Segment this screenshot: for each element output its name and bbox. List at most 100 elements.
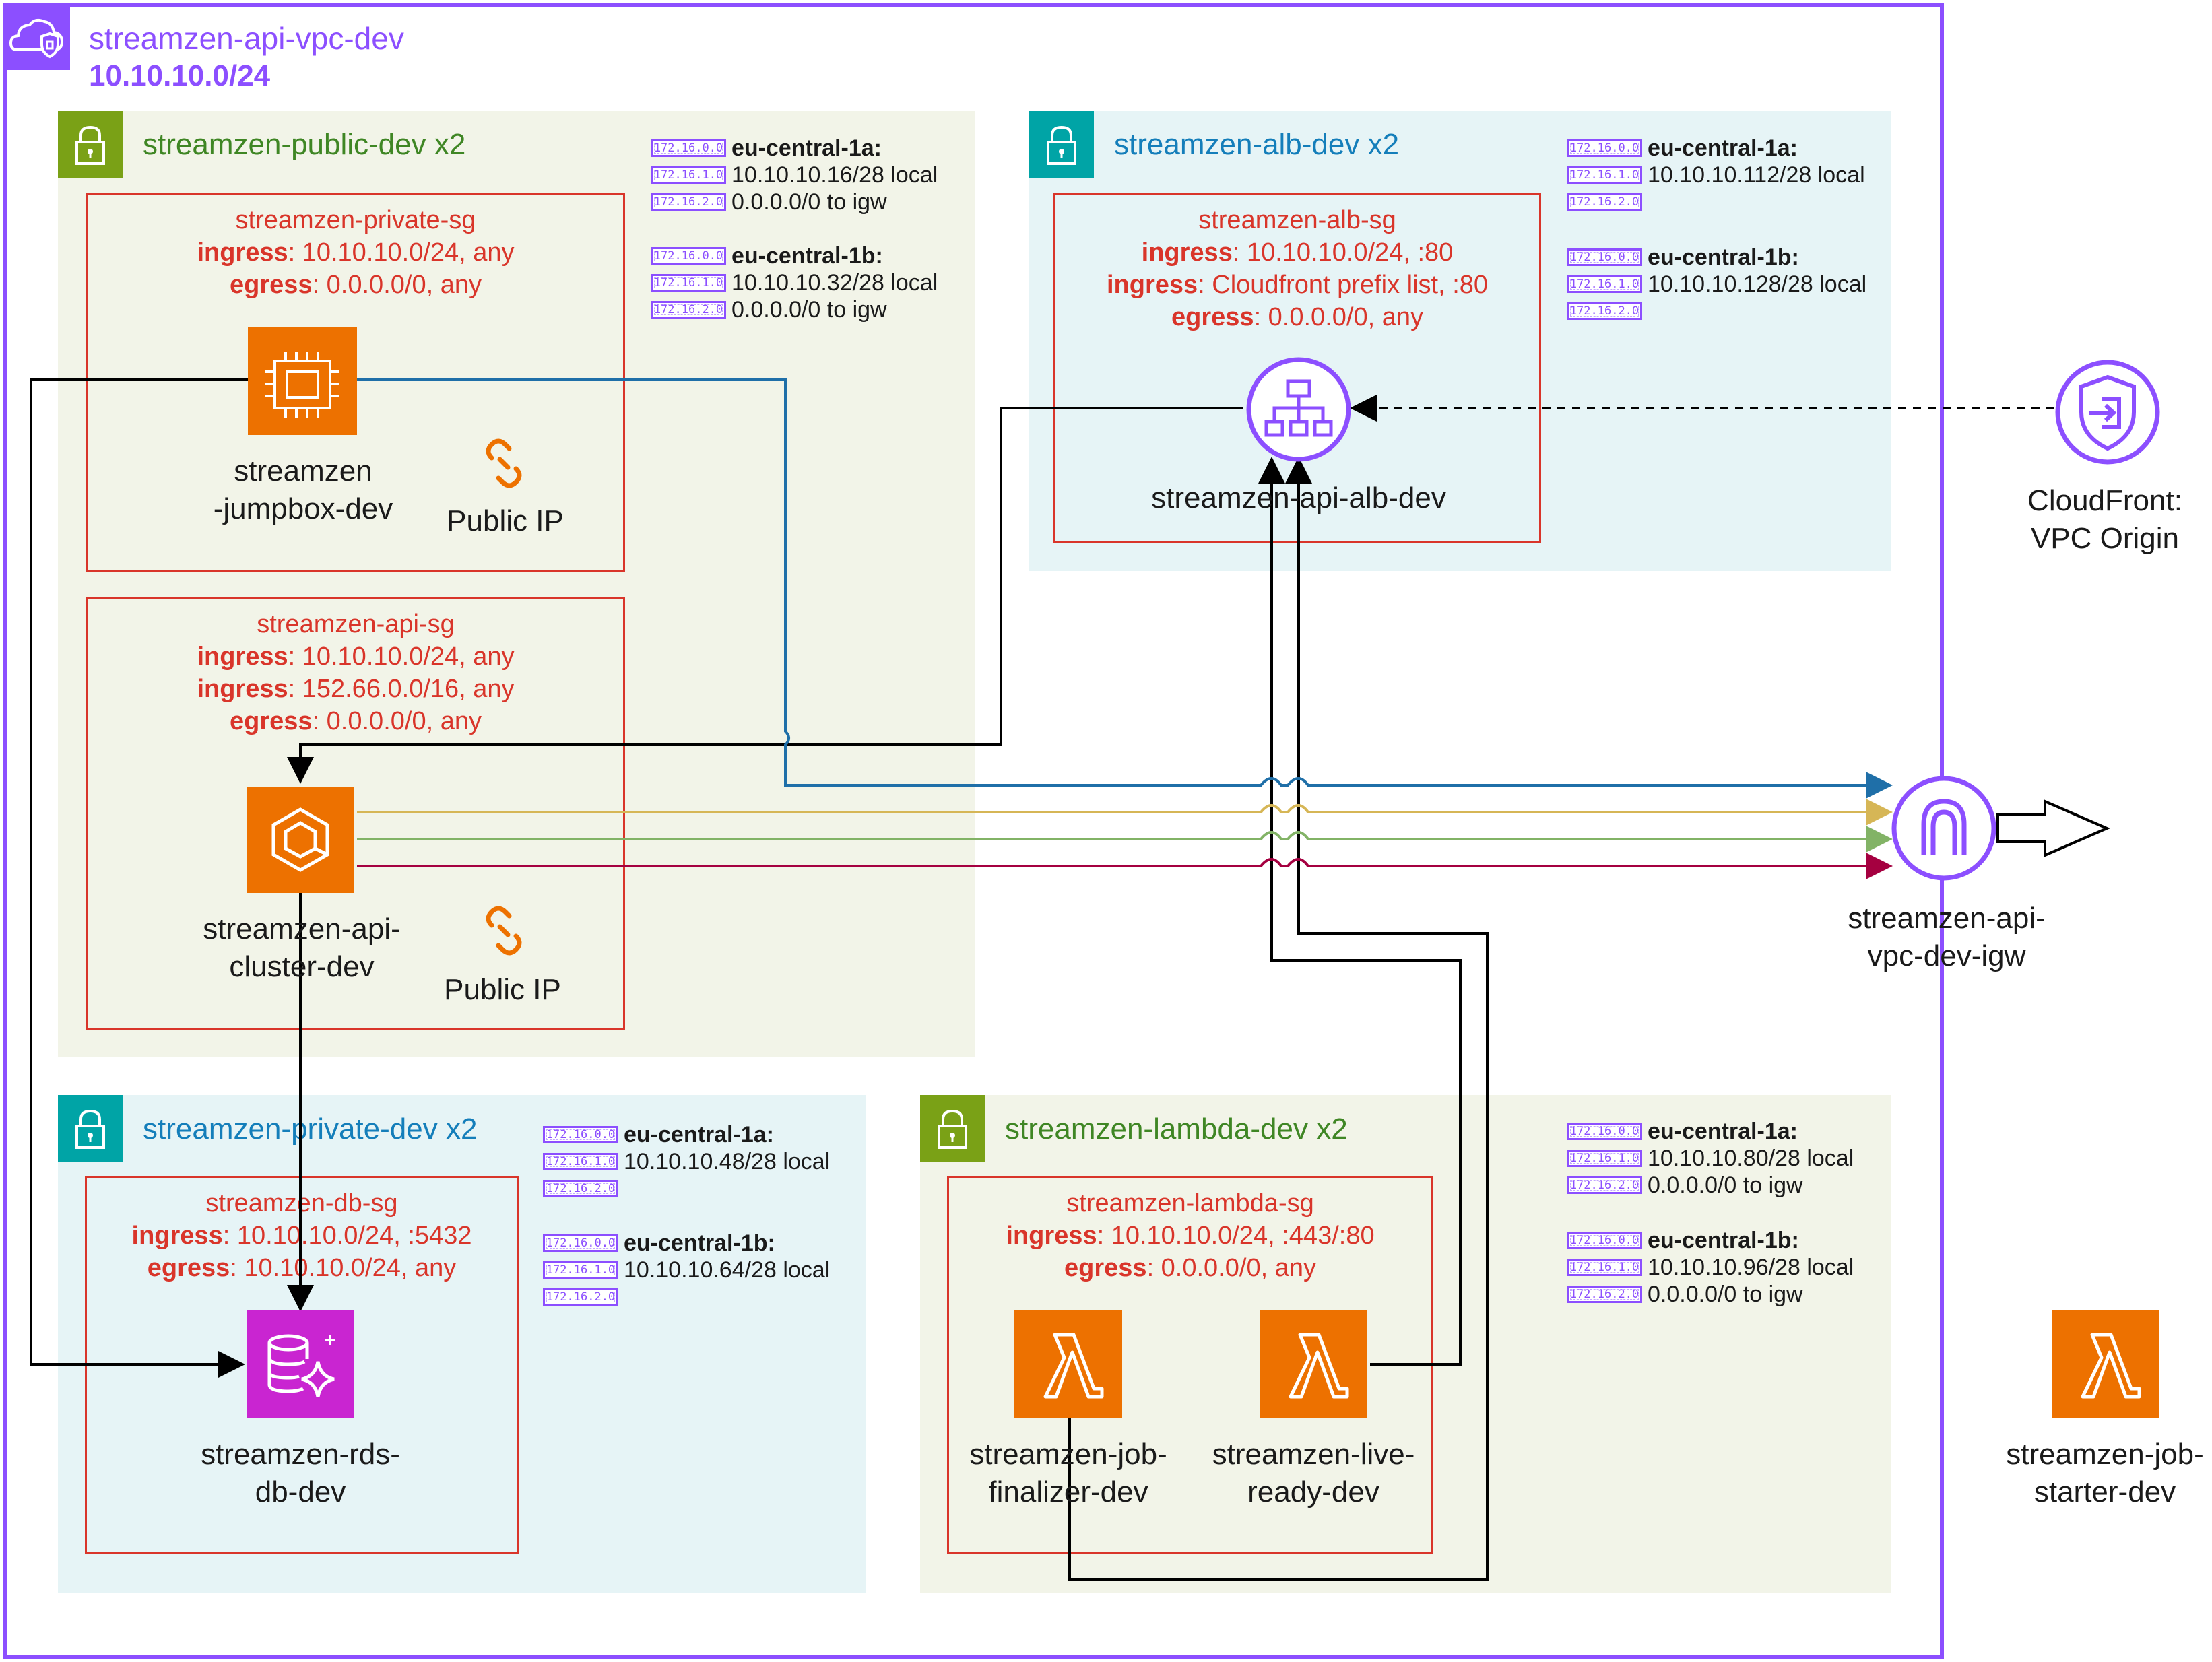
security-group-api: streamzen-api-sg ingress: 10.10.10.0/24, … bbox=[86, 597, 625, 1030]
elastic-ip-icon bbox=[471, 431, 536, 496]
route-text: eu-central-1a: bbox=[1648, 1119, 1798, 1144]
internet-gateway-icon bbox=[1890, 774, 1998, 882]
subnet-alb bbox=[1029, 111, 1891, 571]
route-text: 10.10.10.64/28 local bbox=[624, 1257, 831, 1283]
sg-rule: egress: 0.0.0.0/0, any bbox=[230, 707, 482, 735]
igw-label-line-2: vpc-dev-igw bbox=[1867, 939, 2026, 972]
sg-rule: ingress: 10.10.10.0/24, any bbox=[197, 238, 515, 267]
edge-alb-cluster bbox=[287, 407, 1243, 784]
vpc-icon bbox=[3, 3, 70, 70]
finalizer-label-line-1: streamzen-job- bbox=[969, 1438, 1167, 1471]
lock-icon bbox=[920, 1095, 985, 1162]
route-row: 172.16.1.0 10.10.10.64/28 local bbox=[543, 1257, 830, 1284]
route-text: 10.10.10.32/28 local bbox=[731, 270, 938, 296]
route-row: 172.16.1.0 10.10.10.96/28 local bbox=[1567, 1254, 1854, 1281]
sg-rule: egress: 10.10.10.0/24, any bbox=[147, 1254, 457, 1282]
route-table-icon: 172.16.0.0 bbox=[543, 1234, 618, 1252]
edge-cluster-igw-2 bbox=[357, 826, 1893, 853]
jumpbox-label-line-2: -jumpbox-dev bbox=[213, 492, 393, 525]
route-table-icon: 172.16.2.0 bbox=[1567, 1176, 1642, 1194]
route-table-icon: 172.16.1.0 bbox=[1567, 1259, 1642, 1276]
sg-rule: ingress: 10.10.10.0/24, :80 bbox=[1141, 238, 1454, 267]
route-text: 10.10.10.16/28 local bbox=[731, 162, 938, 188]
route-table-icon: 172.16.0.0 bbox=[1567, 1123, 1642, 1140]
edge-cluster-igw-1 bbox=[357, 799, 1893, 826]
sg-rule: ingress: Cloudfront prefix list, :80 bbox=[1106, 271, 1489, 299]
route-text: 10.10.10.80/28 local bbox=[1648, 1145, 1854, 1171]
ec2-instance-icon bbox=[248, 327, 357, 435]
edge-finalizer-alb bbox=[1068, 457, 1489, 1581]
igw-label: streamzen-api- vpc-dev-igw bbox=[1819, 900, 2075, 975]
finalizer-label-line-2: finalizer-dev bbox=[988, 1475, 1148, 1508]
job-starter-label: streamzen-job- starter-dev bbox=[1974, 1436, 2212, 1511]
route-table-icon: 172.16.0.0 bbox=[651, 139, 726, 157]
sg-rule: ingress: 10.10.10.0/24, any bbox=[197, 642, 515, 671]
route-table-icon: 172.16.2.0 bbox=[543, 1288, 618, 1306]
live-ready-label-line-1: streamzen-live- bbox=[1212, 1438, 1415, 1471]
route-text: eu-central-1b: bbox=[1648, 244, 1799, 270]
sg-name: streamzen-api-sg bbox=[257, 610, 455, 638]
route-row: 172.16.0.0 eu-central-1a: bbox=[1567, 1118, 1854, 1145]
route-text: 10.10.10.128/28 local bbox=[1648, 271, 1867, 297]
route-row: 172.16.2.0 bbox=[1567, 298, 1866, 325]
edge-live-ready-alb bbox=[1258, 457, 1462, 1366]
route-table-icon: 172.16.1.0 bbox=[651, 274, 726, 292]
route-text: eu-central-1a: bbox=[1648, 135, 1798, 161]
route-table-icon: 172.16.0.0 bbox=[543, 1126, 618, 1143]
edge-jumpbox-rds bbox=[30, 378, 248, 1378]
ecs-icon bbox=[247, 787, 354, 893]
cluster-label-line-1: streamzen-api- bbox=[203, 912, 401, 945]
sg-name: streamzen-lambda-sg bbox=[1066, 1189, 1314, 1218]
edge-jumpbox-igw bbox=[357, 378, 1893, 799]
lambda-icon bbox=[2052, 1310, 2159, 1418]
route-row: 172.16.1.0 10.10.10.32/28 local bbox=[651, 269, 938, 296]
route-text: 10.10.10.96/28 local bbox=[1648, 1255, 1854, 1280]
security-group-private: streamzen-private-sg ingress: 10.10.10.0/… bbox=[86, 193, 625, 572]
route-row: 172.16.2.0 bbox=[543, 1175, 830, 1202]
route-text: eu-central-1a: bbox=[624, 1122, 774, 1148]
sg-name: streamzen-private-sg bbox=[235, 206, 476, 234]
lambda-icon bbox=[1014, 1310, 1122, 1418]
live-ready-label: streamzen-live- ready-dev bbox=[1179, 1436, 1448, 1511]
subnet-private-title: streamzen-private-dev x2 bbox=[143, 1112, 478, 1145]
route-text: 0.0.0.0/0 to igw bbox=[731, 297, 887, 323]
route-text: eu-central-1b: bbox=[1648, 1228, 1799, 1253]
route-text: 0.0.0.0/0 to igw bbox=[1648, 1282, 1803, 1307]
jumpbox-label-line-1: streamzen bbox=[234, 455, 372, 488]
route-text: eu-central-1a: bbox=[731, 135, 882, 161]
sg-rule: egress: 0.0.0.0/0, any bbox=[230, 271, 482, 299]
rds-label: streamzen-rds- db-dev bbox=[166, 1436, 435, 1511]
edge-cluster-igw-3 bbox=[357, 853, 1893, 879]
cluster-label-line-2: cluster-dev bbox=[229, 950, 375, 983]
route-row: 172.16.2.0 0.0.0.0/0 to igw bbox=[651, 296, 938, 323]
subnet-public-title: streamzen-public-dev x2 bbox=[143, 128, 466, 161]
route-table-icon: 172.16.0.0 bbox=[1567, 139, 1642, 157]
cloudfront-label-line-2: VPC Origin bbox=[2030, 522, 2180, 555]
job-starter-label-line-2: starter-dev bbox=[2034, 1475, 2176, 1508]
route-table-icon: 172.16.2.0 bbox=[651, 301, 726, 319]
job-starter-label-line-1: streamzen-job- bbox=[2006, 1438, 2204, 1471]
rds-label-line-2: db-dev bbox=[255, 1475, 346, 1508]
route-table-icon: 172.16.1.0 bbox=[543, 1153, 618, 1170]
sg-rules: streamzen-api-sg ingress: 10.10.10.0/24, … bbox=[88, 608, 623, 737]
load-balancer-icon bbox=[1243, 354, 1354, 465]
finalizer-label: streamzen-job- finalizer-dev bbox=[934, 1436, 1203, 1511]
route-table-icon: 172.16.1.0 bbox=[543, 1261, 618, 1279]
route-table-icon: 172.16.2.0 bbox=[651, 193, 726, 211]
